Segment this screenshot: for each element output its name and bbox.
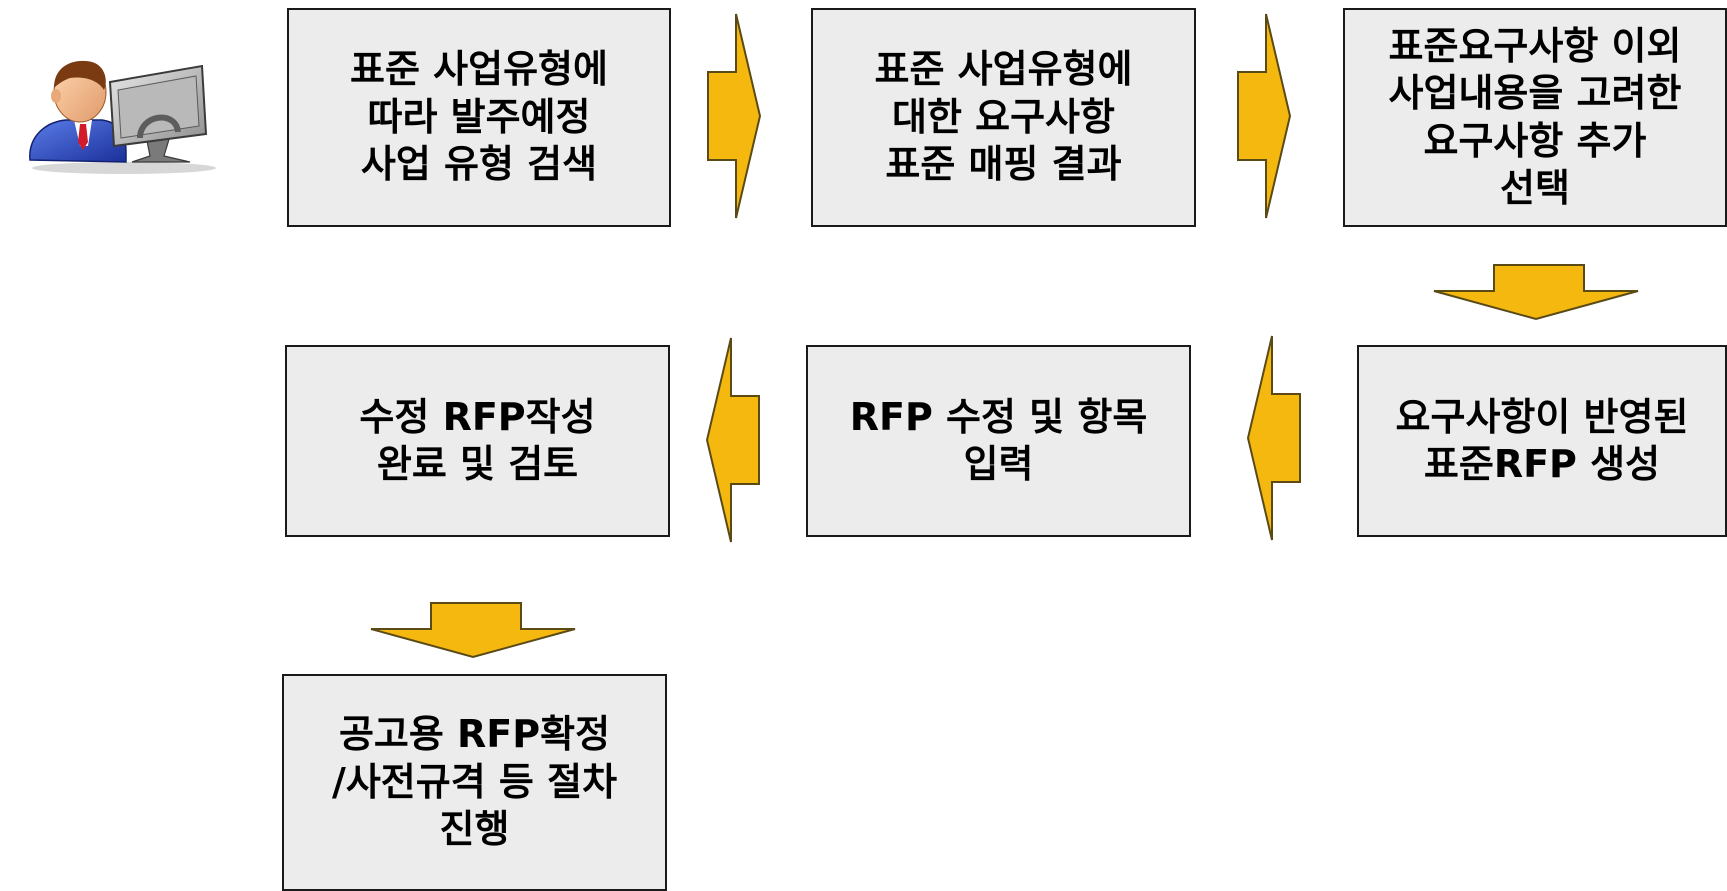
arrow-icon [705,337,760,543]
arrow-icon [707,13,762,219]
step-box-2-text: 표준 사업유형에 대한 요구사항 표준 매핑 결과 [874,47,1133,187]
step-box-3: 표준요구사항 이외 사업내용을 고려한 요구사항 추가 선택 [1343,8,1727,227]
step-box-1-text: 표준 사업유형에 따라 발주예정 사업 유형 검색 [350,47,608,187]
step-box-4-text: 수정 RFP작성 완료 및 검토 [359,394,596,487]
step-box-1: 표준 사업유형에 따라 발주예정 사업 유형 검색 [287,8,671,227]
step-box-2: 표준 사업유형에 대한 요구사항 표준 매핑 결과 [811,8,1196,227]
user-at-computer-icon [29,60,216,174]
step-box-4: 수정 RFP작성 완료 및 검토 [285,345,670,537]
arrow-icon [1246,335,1301,541]
arrow-icon [1433,264,1639,321]
arrow-icon [1237,13,1292,219]
step-box-6-text: 요구사항이 반영된 표준RFP 생성 [1395,394,1689,487]
step-box-5: RFP 수정 및 항목 입력 [806,345,1191,537]
arrow-icon [370,602,576,659]
step-box-5-text: RFP 수정 및 항목 입력 [849,394,1148,487]
step-box-6: 요구사항이 반영된 표준RFP 생성 [1357,345,1727,537]
step-box-3-text: 표준요구사항 이외 사업내용을 고려한 요구사항 추가 선택 [1388,23,1682,211]
step-box-7: 공고용 RFP확정 /사전규격 등 절차 진행 [282,674,667,891]
step-box-7-text: 공고용 RFP확정 /사전규격 등 절차 진행 [331,712,618,852]
